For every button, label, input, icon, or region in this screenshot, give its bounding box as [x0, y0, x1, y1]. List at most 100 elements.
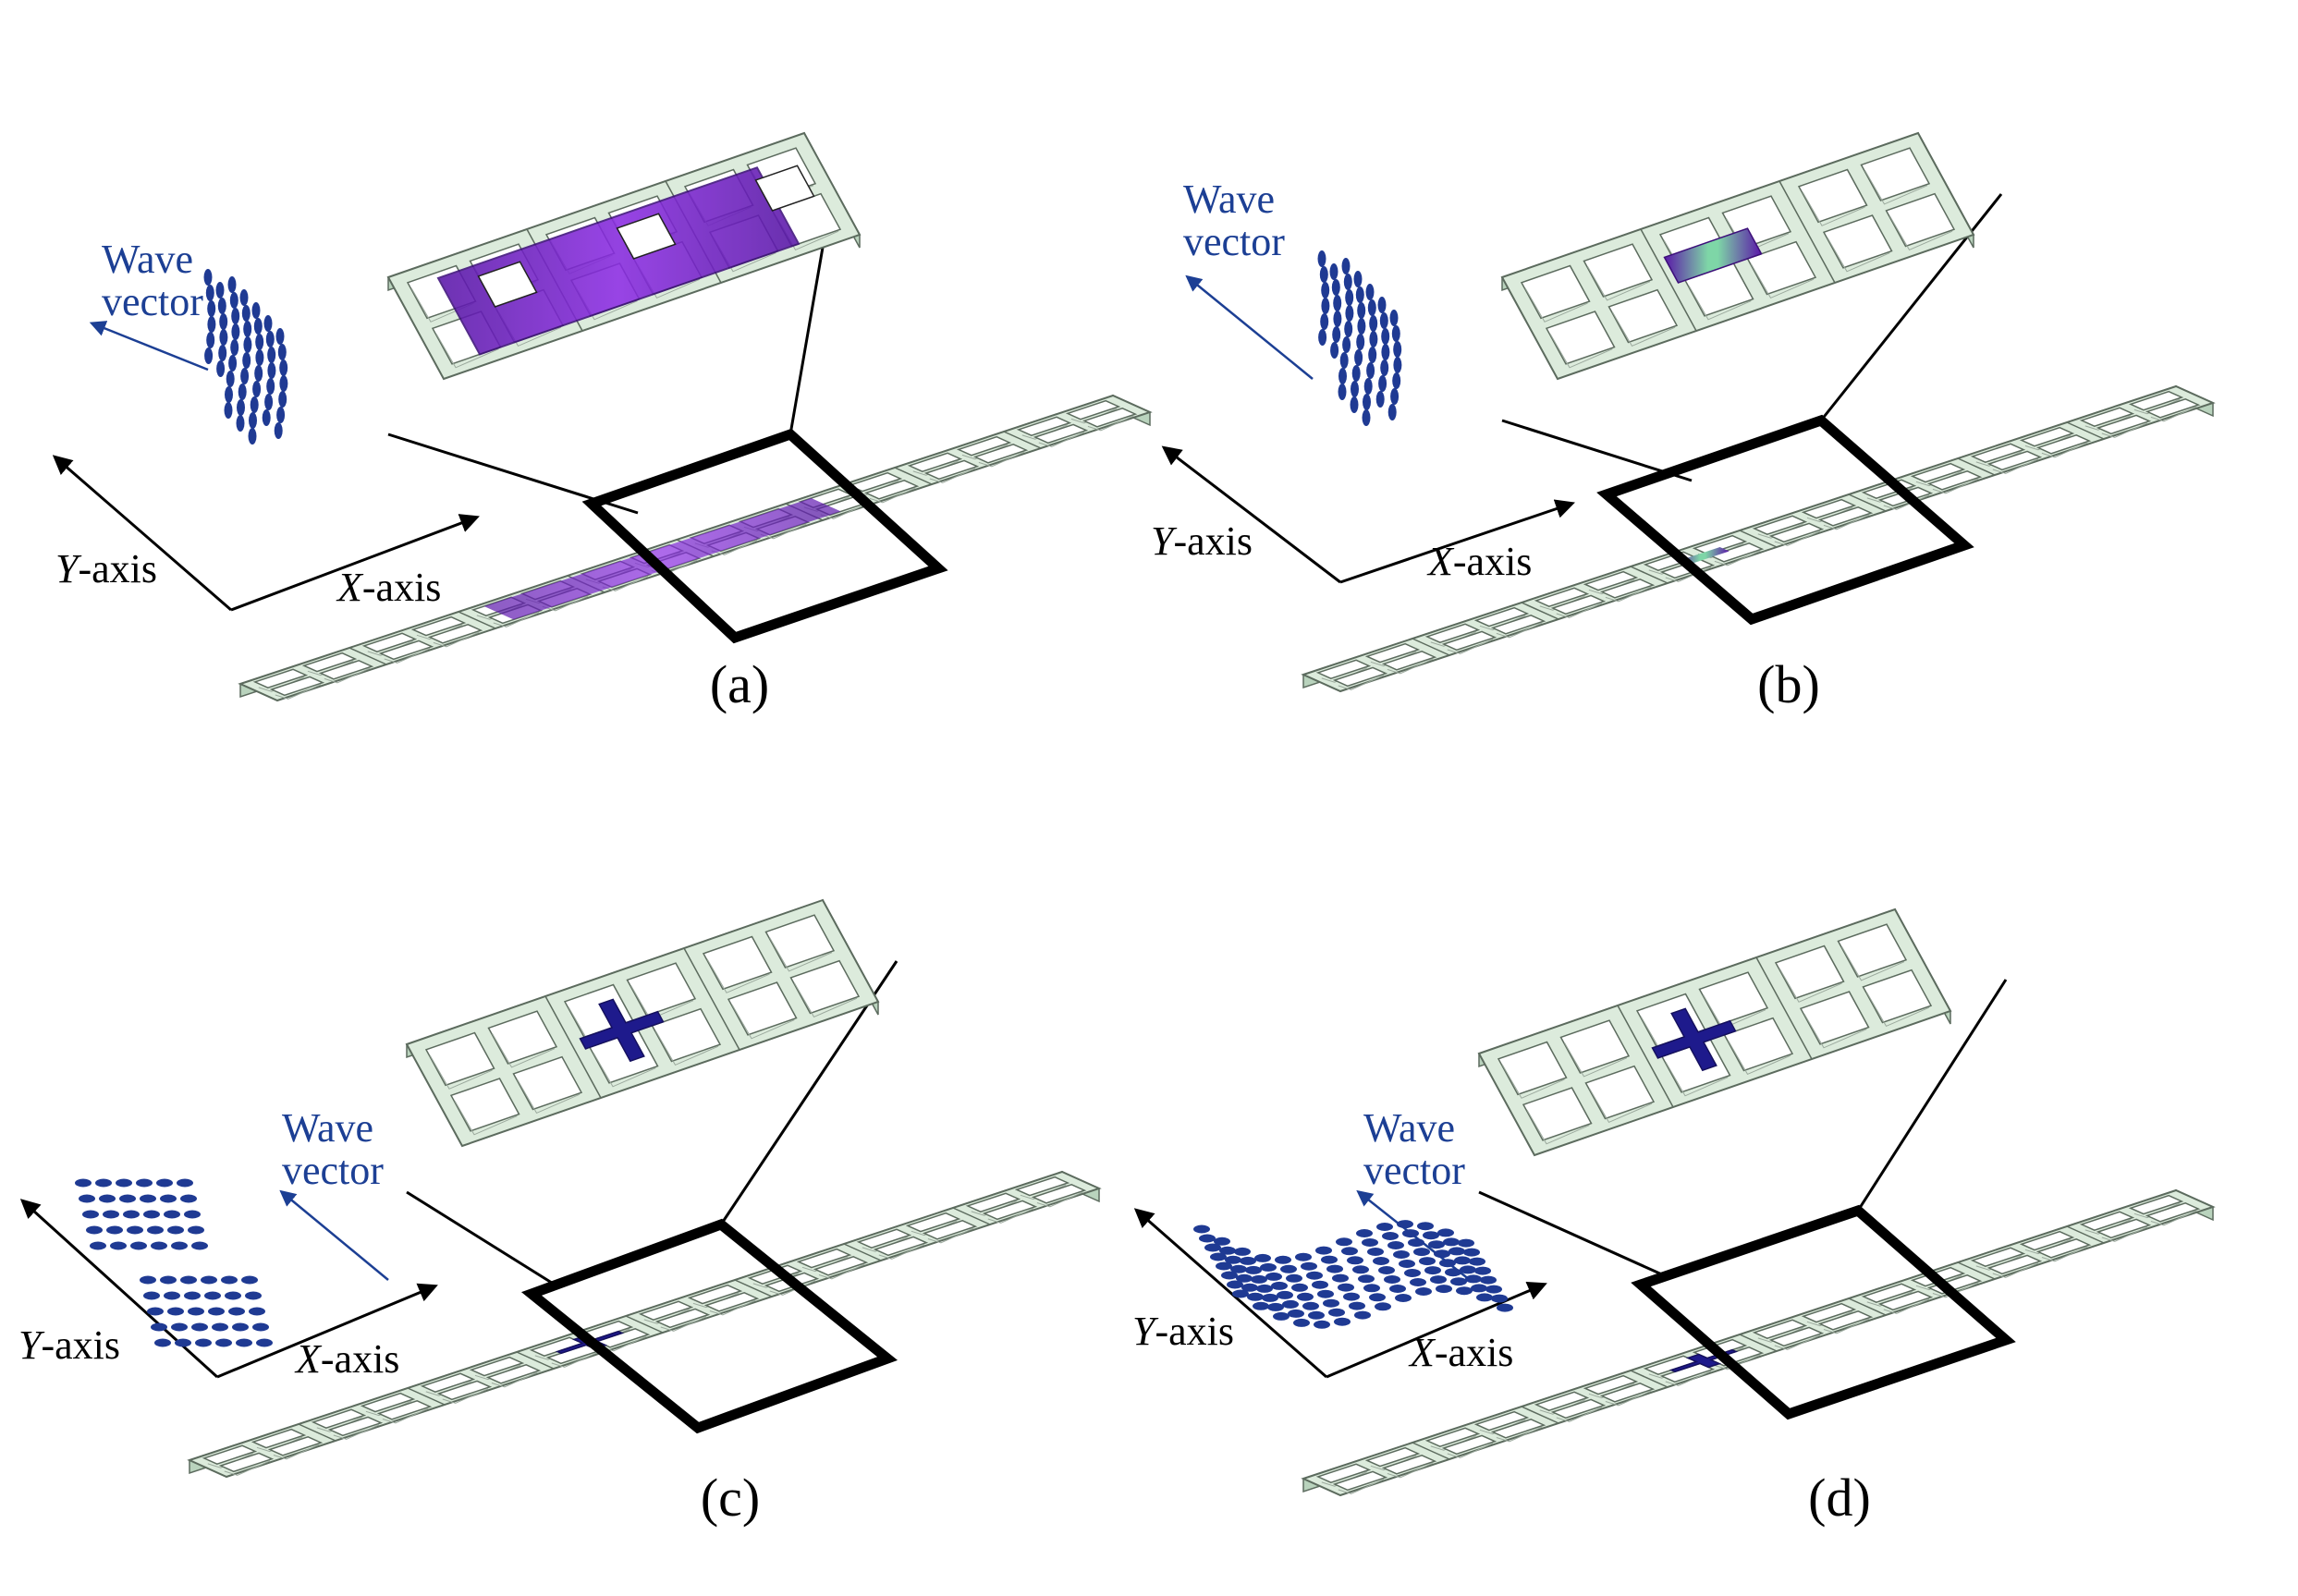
particle [1341, 1247, 1358, 1256]
particle [1377, 297, 1387, 313]
particle [221, 1275, 238, 1285]
particle [1362, 1238, 1378, 1247]
particle [1329, 263, 1338, 280]
particle [191, 1322, 208, 1332]
particle [232, 1322, 249, 1332]
particle [1247, 1292, 1264, 1301]
x-axis-label: X-axis [1426, 539, 1532, 584]
particle [1302, 1301, 1319, 1310]
particle [1297, 1292, 1314, 1301]
particle [1368, 347, 1377, 363]
particle [1253, 1301, 1269, 1310]
particle [1351, 365, 1361, 382]
particle [1356, 334, 1365, 350]
particle [1485, 1285, 1502, 1294]
particle [1454, 1256, 1471, 1265]
particle [1315, 1246, 1332, 1255]
particle [266, 378, 275, 395]
particle [1291, 1283, 1308, 1292]
particle [1240, 1256, 1256, 1265]
particle [263, 315, 273, 332]
particle [1312, 1280, 1328, 1289]
particle [95, 1178, 112, 1188]
particle [1399, 1260, 1415, 1268]
particle [1365, 284, 1375, 300]
particle [217, 298, 226, 314]
particle [1323, 1298, 1339, 1308]
particle-pattern [1317, 250, 1402, 426]
particle [171, 1322, 188, 1332]
particle [151, 1241, 167, 1250]
zoom-bridge [1663, 227, 1763, 284]
particle [1221, 1271, 1238, 1280]
particle [1357, 302, 1366, 319]
plate-strip [1301, 384, 2216, 693]
y-axis-arrow [52, 455, 232, 612]
panel-caption: (d) [1808, 1468, 1871, 1528]
particle [1443, 1237, 1460, 1247]
particle [267, 362, 276, 379]
particle [1363, 378, 1373, 395]
zoom-frame [1631, 1204, 2016, 1420]
particle [82, 1210, 99, 1219]
particle [1471, 1284, 1487, 1293]
particle [228, 1307, 245, 1316]
particle [245, 1291, 262, 1300]
particle [1469, 1257, 1485, 1266]
wave-label-line1: Wave [1183, 177, 1275, 222]
zoom-connector-line [406, 1190, 556, 1286]
particle [1219, 1246, 1236, 1255]
zoom-inset [1477, 908, 1952, 1157]
panel-caption: (a) [710, 654, 769, 714]
particle [75, 1178, 92, 1188]
particle [143, 1291, 160, 1300]
particle [1321, 1255, 1338, 1264]
particle [201, 1275, 217, 1285]
particle [1367, 299, 1376, 316]
particle [1326, 1264, 1343, 1273]
particle [262, 409, 271, 426]
particle [1391, 325, 1400, 342]
particle [167, 1307, 184, 1316]
particle [1277, 1290, 1293, 1299]
wave-label-line2: vector [102, 279, 203, 324]
particle [1363, 1284, 1380, 1293]
particle [279, 359, 288, 376]
particle [1288, 1309, 1304, 1318]
particle [239, 289, 249, 306]
particle [215, 282, 225, 298]
particle [1480, 1275, 1497, 1285]
wave-label-line2: vector [1363, 1148, 1465, 1193]
particle [1380, 359, 1389, 376]
wave-label-line2: vector [1183, 219, 1285, 264]
particle [204, 347, 214, 364]
particle [1193, 1224, 1210, 1234]
zoom-connector-line [1856, 979, 2008, 1212]
particle [130, 1241, 147, 1250]
x-axis-arrow [216, 1283, 438, 1379]
particle [204, 1291, 221, 1300]
particle [1333, 295, 1342, 311]
particle [207, 300, 216, 317]
particle [1262, 1293, 1278, 1302]
particle [231, 308, 240, 324]
particle [106, 1225, 123, 1235]
particle [1366, 362, 1375, 379]
particle [1282, 1299, 1299, 1309]
particle [1362, 409, 1371, 426]
particle [1227, 1280, 1243, 1289]
particle-pattern [75, 1178, 273, 1347]
particle [1333, 311, 1342, 327]
particle [164, 1210, 180, 1219]
particle [243, 336, 252, 353]
x-axis-label: X-axis [294, 1336, 399, 1382]
y-axis-label: Y-axis [1151, 518, 1253, 564]
particle [1434, 1249, 1450, 1259]
particle [1491, 1294, 1508, 1303]
particle [1382, 1232, 1399, 1240]
particle [1301, 1261, 1317, 1271]
zoom-inset [405, 898, 880, 1148]
axes: X-axis Y-axis [1151, 445, 1575, 584]
particle [184, 1291, 201, 1300]
